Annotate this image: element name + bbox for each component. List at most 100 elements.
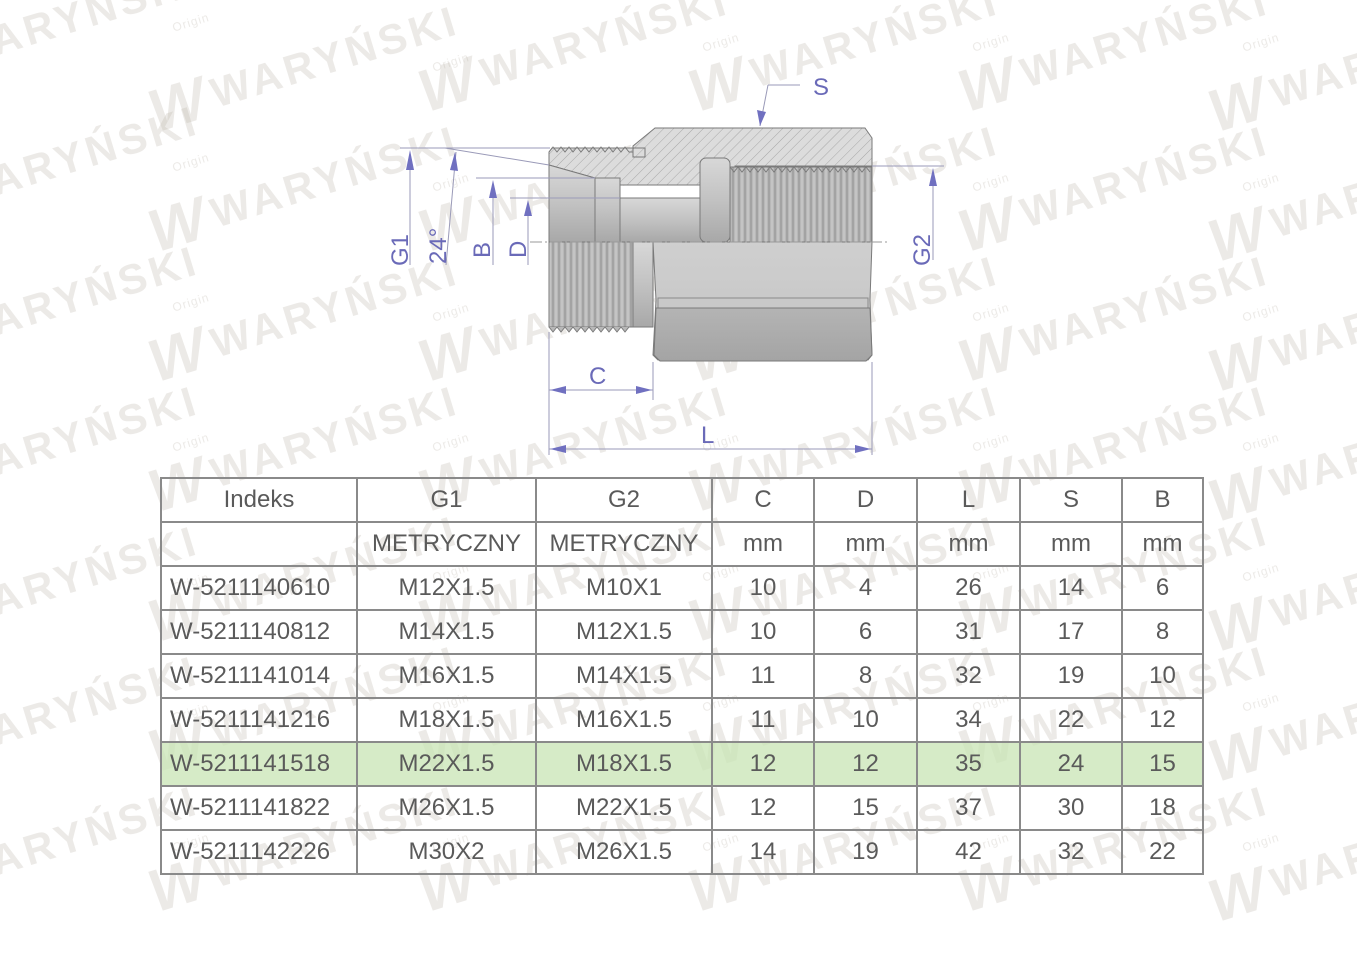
- cell-g2: M18X1.5: [535, 741, 713, 787]
- label-b: B: [469, 242, 496, 258]
- cell-indeks: W-5211141518: [160, 741, 358, 787]
- cell-g2: M12X1.5: [535, 609, 713, 655]
- cell-s: 14: [1019, 565, 1123, 611]
- label-s: S: [813, 74, 829, 101]
- cell-s: 17: [1019, 609, 1123, 655]
- cell-g1: M14X1.5: [356, 609, 537, 655]
- cell-g2: M16X1.5: [535, 697, 713, 743]
- cell-g1: M16X1.5: [356, 653, 537, 699]
- cell-b: 15: [1121, 741, 1204, 787]
- cell-indeks: W-5211141014: [160, 653, 358, 699]
- cell-c: 11: [711, 697, 815, 743]
- cell-b: 8: [1121, 609, 1204, 655]
- cell-indeks: W-5211141822: [160, 785, 358, 831]
- cell-b: 10: [1121, 653, 1204, 699]
- label-d: D: [505, 241, 532, 258]
- cell-b: 6: [1121, 565, 1204, 611]
- cell-g2: M10X1: [535, 565, 713, 611]
- header-g1: G1: [356, 477, 537, 523]
- cell-indeks: W-5211140812: [160, 609, 358, 655]
- header-l: L: [916, 477, 1021, 523]
- label-g2: G2: [909, 234, 936, 266]
- cell-c: 12: [711, 785, 815, 831]
- table-row: W-5211142226 M30X2 M26X1.5 14 19 42 32 2…: [160, 829, 1204, 875]
- cell-c: 10: [711, 609, 815, 655]
- label-angle: 24°: [425, 228, 452, 264]
- cell-d: 6: [813, 609, 918, 655]
- cell-s: 30: [1019, 785, 1123, 831]
- cell-c: 10: [711, 565, 815, 611]
- cell-d: 15: [813, 785, 918, 831]
- header-indeks: Indeks: [160, 477, 358, 523]
- table-row: W-5211140812 M14X1.5 M12X1.5 10 6 31 17 …: [160, 609, 1204, 655]
- cell-b: 18: [1121, 785, 1204, 831]
- label-l: L: [701, 422, 714, 449]
- table-header-row: Indeks G1 G2 C D L S B: [160, 477, 1204, 523]
- unit-c: mm: [711, 521, 815, 567]
- cell-b: 22: [1121, 829, 1204, 875]
- cell-s: 32: [1019, 829, 1123, 875]
- unit-indeks: [160, 521, 358, 567]
- cell-l: 42: [916, 829, 1021, 875]
- table-row: W-5211141014 M16X1.5 M14X1.5 11 8 32 19 …: [160, 653, 1204, 699]
- header-d: D: [813, 477, 918, 523]
- fitting-technical-drawing: S G1 24° B D G2 C L: [387, 74, 944, 455]
- table-row-highlighted: W-5211141518 M22X1.5 M18X1.5 12 12 35 24…: [160, 741, 1204, 787]
- cell-l: 35: [916, 741, 1021, 787]
- unit-b: mm: [1121, 521, 1204, 567]
- header-c: C: [711, 477, 815, 523]
- cell-d: 19: [813, 829, 918, 875]
- cell-g2: M14X1.5: [535, 653, 713, 699]
- cell-d: 4: [813, 565, 918, 611]
- cell-d: 8: [813, 653, 918, 699]
- cell-g1: M12X1.5: [356, 565, 537, 611]
- dimensions-table: Indeks G1 G2 C D L S B METRYCZNY METRYCZ…: [160, 477, 1204, 875]
- cell-s: 19: [1019, 653, 1123, 699]
- cell-l: 32: [916, 653, 1021, 699]
- cell-l: 26: [916, 565, 1021, 611]
- cell-g1: M26X1.5: [356, 785, 537, 831]
- table-units-row: METRYCZNY METRYCZNY mm mm mm mm mm: [160, 521, 1204, 567]
- header-g2: G2: [535, 477, 713, 523]
- cell-indeks: W-5211140610: [160, 565, 358, 611]
- cell-indeks: W-5211142226: [160, 829, 358, 875]
- unit-g2: METRYCZNY: [535, 521, 713, 567]
- unit-l: mm: [916, 521, 1021, 567]
- header-b: B: [1121, 477, 1204, 523]
- unit-d: mm: [813, 521, 918, 567]
- header-s: S: [1019, 477, 1123, 523]
- table-row: W-5211141822 M26X1.5 M22X1.5 12 15 37 30…: [160, 785, 1204, 831]
- cell-g1: M22X1.5: [356, 741, 537, 787]
- cell-s: 22: [1019, 697, 1123, 743]
- cell-s: 24: [1019, 741, 1123, 787]
- cell-g1: M18X1.5: [356, 697, 537, 743]
- cell-b: 12: [1121, 697, 1204, 743]
- cell-g2: M22X1.5: [535, 785, 713, 831]
- cell-d: 10: [813, 697, 918, 743]
- cell-g1: M30X2: [356, 829, 537, 875]
- cell-g2: M26X1.5: [535, 829, 713, 875]
- cell-indeks: W-5211141216: [160, 697, 358, 743]
- cell-l: 34: [916, 697, 1021, 743]
- unit-g1: METRYCZNY: [356, 521, 537, 567]
- table-row: W-5211141216 M18X1.5 M16X1.5 11 10 34 22…: [160, 697, 1204, 743]
- cell-l: 37: [916, 785, 1021, 831]
- cell-d: 12: [813, 741, 918, 787]
- unit-s: mm: [1019, 521, 1123, 567]
- label-c: C: [589, 363, 606, 390]
- table-row: W-5211140610 M12X1.5 M10X1 10 4 26 14 6: [160, 565, 1204, 611]
- cell-l: 31: [916, 609, 1021, 655]
- cell-c: 14: [711, 829, 815, 875]
- cell-c: 12: [711, 741, 815, 787]
